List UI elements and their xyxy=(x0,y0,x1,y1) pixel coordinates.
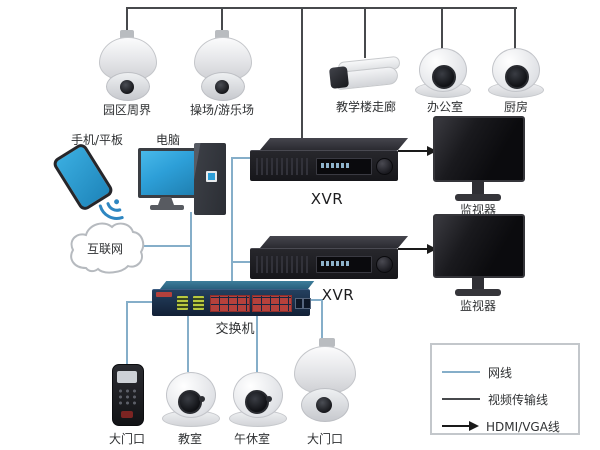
camera-label: 办公室 xyxy=(426,100,464,114)
turret-camera-icon xyxy=(228,370,288,428)
video-line xyxy=(364,7,366,58)
monitor-label: 监视器 xyxy=(459,203,497,217)
arrowhead-icon xyxy=(427,146,437,156)
network-line xyxy=(190,212,192,290)
legend-network-line-swatch xyxy=(442,371,480,373)
turret-camera-icon xyxy=(413,48,471,98)
internet-label: 互联网 xyxy=(86,242,124,256)
access-control-icon xyxy=(112,364,144,426)
device-label: 午休室 xyxy=(233,432,271,446)
network-line xyxy=(231,157,233,288)
legend-box: 网线 视频传输线 HDMI/VGA线 xyxy=(430,343,580,435)
device-label: 教室 xyxy=(177,432,203,446)
network-line xyxy=(187,310,189,372)
monitor-label: 监视器 xyxy=(459,299,497,313)
network-line xyxy=(256,310,258,372)
internet-cloud-icon xyxy=(70,222,145,274)
network-line xyxy=(306,299,323,301)
ptz-camera-icon xyxy=(97,30,157,102)
video-line xyxy=(127,7,517,9)
network-line xyxy=(126,301,162,303)
camera-label: 园区周界 xyxy=(102,103,152,117)
bullet-camera-icon xyxy=(328,55,404,96)
video-line xyxy=(221,7,223,32)
hdmi-line xyxy=(398,248,428,250)
turret-camera-icon xyxy=(486,48,544,98)
video-line xyxy=(441,7,443,50)
camera-label: 厨房 xyxy=(503,100,529,114)
camera-label: 教学楼走廊 xyxy=(335,100,397,114)
xvr-recorder-icon xyxy=(250,236,409,280)
network-line xyxy=(321,299,323,345)
network-line xyxy=(231,261,255,263)
legend-label: HDMI/VGA线 xyxy=(486,420,560,434)
device-label: 大门口 xyxy=(108,432,146,446)
desktop-computer-icon xyxy=(136,143,228,219)
monitor-icon xyxy=(433,116,525,206)
monitor-icon xyxy=(433,214,525,298)
camera-label: 操场/游乐场 xyxy=(189,103,255,117)
device-label: 大门口 xyxy=(306,432,344,446)
video-line xyxy=(514,7,516,50)
video-line xyxy=(126,7,128,32)
network-line xyxy=(231,157,255,159)
turret-camera-icon xyxy=(161,370,221,428)
xvr-recorder-icon xyxy=(250,138,409,182)
network-line xyxy=(143,245,192,247)
legend-video-line-swatch xyxy=(442,398,480,400)
video-line xyxy=(301,7,303,140)
ptz-camera-icon xyxy=(292,336,356,424)
ptz-camera-icon xyxy=(192,30,252,102)
legend-arrowhead-icon xyxy=(469,421,479,431)
legend-label: 网线 xyxy=(488,366,513,380)
hdmi-line xyxy=(398,150,428,152)
xvr-label: XVR xyxy=(310,190,344,208)
legend-label: 视频传输线 xyxy=(488,393,549,407)
network-line xyxy=(126,301,128,365)
network-switch-icon xyxy=(150,280,315,318)
legend-hdmi-line-swatch xyxy=(442,425,470,427)
xvr-label: XVR xyxy=(321,286,355,304)
wifi-icon xyxy=(98,199,124,220)
arrowhead-icon xyxy=(427,244,437,254)
switch-label: 交换机 xyxy=(215,322,255,337)
computer-label: 电脑 xyxy=(155,133,181,147)
